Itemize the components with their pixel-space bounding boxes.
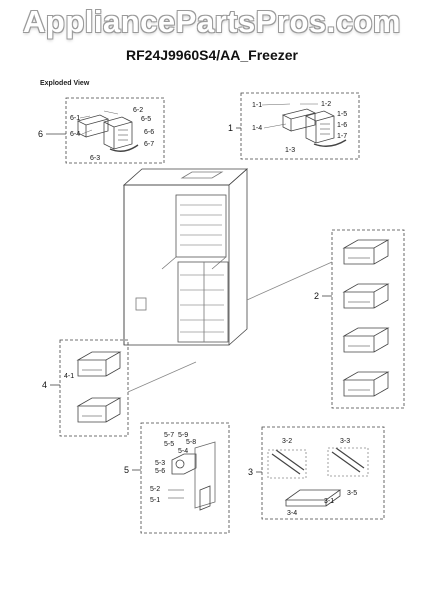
drawer-2-c [342, 327, 390, 353]
label-5-7: 5-7 [164, 432, 174, 439]
watermark-logo: AppliancePartsPros.com [23, 4, 401, 39]
shelf-rail-left [267, 449, 307, 479]
label-5-3: 5-3 [155, 460, 165, 467]
label-4-1: 4-1 [64, 373, 74, 380]
label-3-3: 3-3 [340, 438, 350, 445]
label-2: 2 [314, 291, 319, 301]
drawer-2-d [342, 371, 390, 397]
label-6-1: 6-1 [70, 115, 80, 122]
label-6-5: 6-5 [141, 116, 151, 123]
label-6-7: 6-7 [144, 141, 154, 148]
label-6-2: 6-2 [133, 107, 143, 114]
drawer-4-a [76, 351, 122, 377]
ice-bucket-6 [76, 114, 139, 152]
group-4-box [59, 339, 129, 437]
label-3: 3 [248, 467, 253, 477]
label-5-1: 5-1 [150, 497, 160, 504]
label-1-1: 1-1 [252, 102, 262, 109]
label-5-5: 5-5 [164, 441, 174, 448]
label-6-3: 6-3 [90, 155, 100, 162]
label-1-5: 1-5 [337, 111, 347, 118]
group-2-box [331, 229, 405, 409]
view-label: Exploded View [40, 80, 90, 87]
group-5-box [140, 422, 230, 534]
label-1-7: 1-7 [337, 133, 347, 140]
label-1-4: 1-4 [252, 125, 262, 132]
group-3-box [261, 426, 385, 520]
group-6-box [65, 97, 165, 164]
label-5: 5 [124, 465, 129, 475]
label-3-4: 3-4 [287, 510, 297, 517]
refrigerator-cabinet [122, 168, 249, 346]
label-3-1: 3-1 [324, 498, 334, 505]
label-1-2: 1-2 [321, 101, 331, 108]
shelf-rail-right [327, 447, 369, 477]
label-6: 6 [38, 129, 43, 139]
drawer-2-b [342, 283, 390, 309]
label-6-6: 6-6 [144, 129, 154, 136]
label-5-9: 5-9 [178, 432, 188, 439]
label-1-3: 1-3 [285, 147, 295, 154]
label-5-2: 5-2 [150, 486, 160, 493]
label-1: 1 [228, 123, 233, 133]
group-1-box [240, 92, 360, 160]
drawer-4-b [76, 397, 122, 423]
label-3-5: 3-5 [347, 490, 357, 497]
label-5-8: 5-8 [186, 439, 196, 446]
label-5-6: 5-6 [155, 468, 165, 475]
ice-maker-assembly [168, 441, 216, 511]
label-3-2: 3-2 [282, 438, 292, 445]
label-1-6: 1-6 [337, 122, 347, 129]
label-5-4: 5-4 [178, 448, 188, 455]
label-4: 4 [42, 380, 47, 390]
shelf-tray [284, 489, 342, 507]
drawer-2-a [342, 239, 390, 265]
page-title: RF24J9960S4/AA_Freezer [126, 47, 298, 63]
label-6-4: 6-4 [70, 131, 80, 138]
ice-bucket-1 [281, 108, 347, 147]
